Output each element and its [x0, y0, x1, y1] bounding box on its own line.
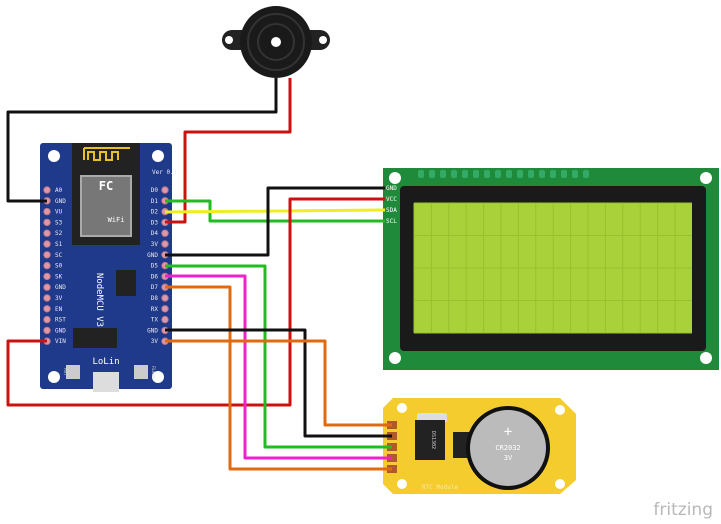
battery-label: CR2032	[495, 444, 520, 452]
pin-left[interactable]	[43, 283, 51, 291]
pin-left[interactable]	[43, 261, 51, 270]
pin-label: GND	[55, 327, 66, 334]
pin-left[interactable]	[43, 207, 51, 216]
lcd-pin-label: SCL	[386, 218, 397, 225]
usb-port	[93, 372, 119, 392]
pin-label: D0	[151, 187, 159, 194]
lcd-pin-label: VCC	[386, 196, 397, 203]
board-title: NodeMCU V3	[94, 273, 104, 327]
pin-left[interactable]	[43, 315, 51, 324]
pin-left[interactable]	[43, 229, 51, 237]
pin-label: D2	[151, 209, 159, 216]
wifi-label: WiFi	[108, 216, 125, 224]
fritzing-logo: fritzing	[653, 500, 713, 520]
pin-label: EN	[55, 306, 63, 313]
pin-label: D6	[151, 273, 159, 280]
lcd-display: GND VCC SDA SCL	[383, 168, 719, 370]
wire[interactable]	[164, 208, 386, 214]
pin-left[interactable]	[43, 186, 51, 194]
pin-left[interactable]	[43, 218, 51, 227]
pin-label: S2	[55, 230, 63, 237]
pin-label: S1	[55, 241, 63, 248]
wire[interactable]	[6, 78, 278, 203]
wire[interactable]	[165, 78, 292, 224]
wire[interactable]	[165, 264, 392, 449]
lcd-pin-label: GND	[386, 185, 397, 192]
pin-label: 3V	[151, 241, 159, 248]
lcd-pin-label: SDA	[386, 207, 397, 214]
pin-right[interactable]	[161, 294, 169, 302]
pin-right[interactable]	[161, 186, 169, 194]
nodemcu-board: FC WiFi Ver 0.1 NodeMCU V3 LoLin RST FLA…	[40, 143, 178, 392]
battery-voltage: 3V	[504, 454, 513, 462]
pin-left[interactable]	[43, 326, 51, 335]
pin-label: S0	[55, 263, 63, 270]
pin-label: D5	[151, 263, 159, 270]
pin-label: D8	[151, 295, 159, 302]
wire[interactable]	[165, 285, 392, 471]
pin-label: 3V	[151, 338, 159, 345]
pin-label: GND	[147, 252, 158, 259]
pin-label: TX	[151, 317, 159, 324]
buzzer	[222, 6, 330, 78]
wire[interactable]	[165, 328, 392, 438]
pin-label: GND	[55, 198, 66, 205]
rtc-chip-label: DS1302	[430, 431, 436, 449]
pin-label: RX	[151, 306, 159, 313]
pin-left[interactable]	[43, 294, 51, 302]
pin-right[interactable]	[161, 229, 169, 237]
pin-label: 3V	[55, 295, 63, 302]
pin-label: SK	[55, 273, 63, 280]
wire[interactable]	[165, 274, 392, 460]
wire[interactable]	[6, 197, 385, 407]
pin-label: D3	[151, 219, 159, 226]
flash-button[interactable]	[134, 365, 148, 379]
pin-label: A0	[55, 187, 63, 194]
pin-left[interactable]	[43, 251, 51, 259]
rst-button[interactable]	[66, 365, 80, 379]
pin-label: D7	[151, 284, 159, 291]
rtc-module-label: RTC Module	[422, 484, 459, 491]
pin-label: VU	[55, 209, 63, 216]
wire[interactable]	[165, 339, 392, 427]
brand-label: LoLin	[92, 357, 119, 367]
pin-right[interactable]	[161, 315, 169, 324]
rtc-module: DS1302 + CR2032 3V RTC Module	[383, 398, 576, 494]
pin-label: D4	[151, 230, 159, 237]
pin-right[interactable]	[161, 305, 169, 313]
pin-label: GND	[55, 284, 66, 291]
pin-right[interactable]	[161, 240, 169, 248]
rst-label: RST	[63, 368, 68, 376]
svg-text:FC: FC	[99, 179, 113, 193]
wire[interactable]	[165, 186, 385, 257]
flash-label: FLASH	[151, 366, 156, 379]
pin-label: D1	[151, 198, 159, 205]
pin-left[interactable]	[43, 305, 51, 313]
pin-label: GND	[147, 327, 158, 334]
pin-label: SC	[55, 252, 63, 259]
pin-label: RST	[55, 317, 66, 324]
svg-text:+: +	[504, 424, 512, 440]
pin-label: VIN	[55, 338, 66, 345]
pin-left[interactable]	[43, 272, 51, 281]
wires	[6, 78, 392, 471]
pin-left[interactable]	[43, 240, 51, 248]
version-label: Ver 0.1	[152, 169, 178, 176]
pin-label: S3	[55, 219, 63, 226]
